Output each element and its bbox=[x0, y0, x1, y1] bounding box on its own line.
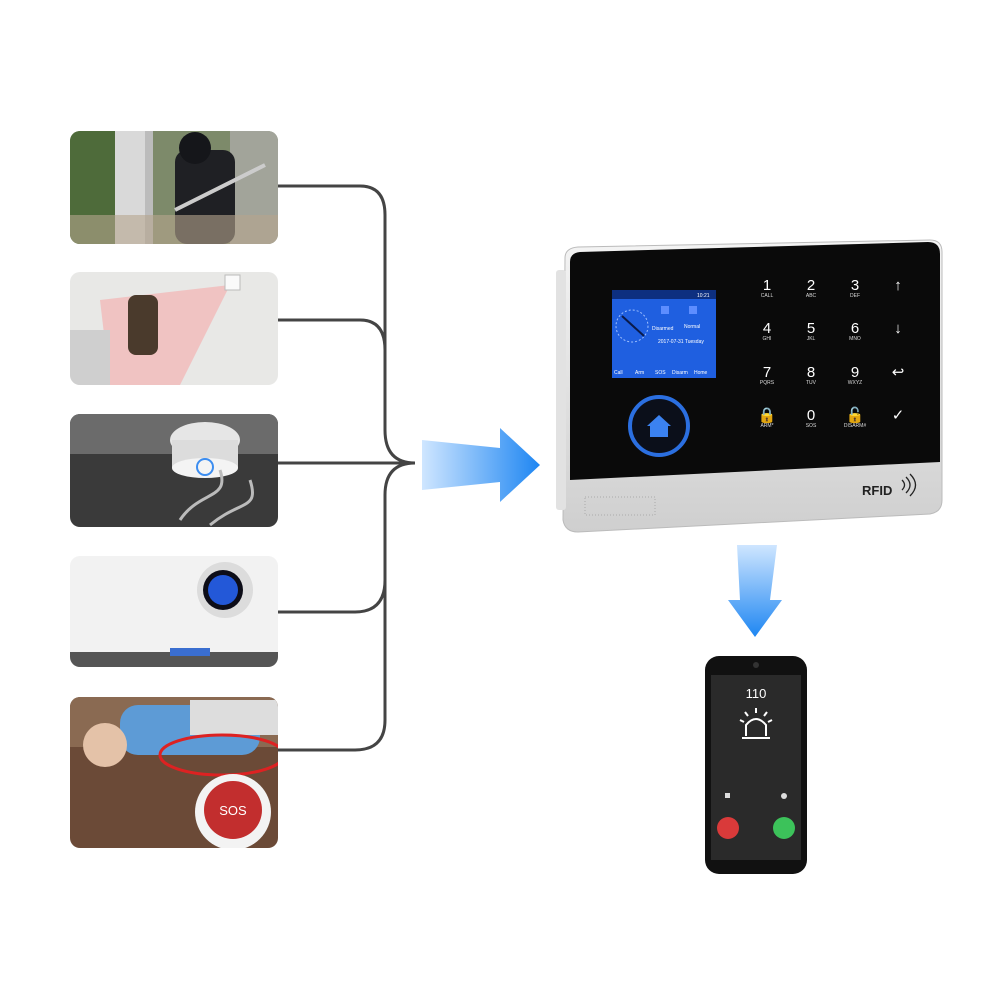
rfid-label: RFID bbox=[862, 483, 892, 498]
key-digit: 9 bbox=[851, 364, 859, 381]
sos-button-label: SOS bbox=[219, 803, 247, 818]
key-digit: 2 bbox=[807, 277, 815, 294]
screen-menu-disarm: Disarm bbox=[672, 370, 688, 376]
scenario-gas-photo bbox=[70, 556, 278, 667]
screen-menu-arm: Arm bbox=[635, 370, 644, 376]
alarm-panel: 10:21 Disarmed Normal 2017-07-31 Tuesday… bbox=[556, 239, 943, 533]
screen-menu-home: Home bbox=[694, 370, 708, 376]
key-letters: TUV bbox=[806, 380, 817, 386]
key-letters: GHI bbox=[763, 336, 772, 342]
key-letters: JKL bbox=[807, 336, 816, 342]
key-digit: 🔓 bbox=[846, 406, 865, 424]
keypad-key[interactable]: ↓ bbox=[894, 320, 902, 337]
keypad-key[interactable]: 🔓DISARM# bbox=[844, 406, 866, 429]
key-digit: 6 bbox=[851, 320, 859, 337]
key-digit: 8 bbox=[807, 364, 815, 381]
keypad-key[interactable]: ↩ bbox=[892, 364, 905, 381]
connector-lines bbox=[278, 184, 416, 752]
screen-menu-sos: SOS bbox=[655, 370, 666, 376]
key-letters: MNO bbox=[849, 336, 861, 342]
scenario-smoke-photo bbox=[70, 414, 278, 527]
home-button[interactable] bbox=[628, 395, 690, 457]
key-letters: ABC bbox=[806, 293, 817, 299]
keypad-key[interactable]: ↑ bbox=[894, 277, 902, 294]
accept-call-button[interactable] bbox=[773, 817, 795, 839]
screen-time: 10:21 bbox=[697, 293, 710, 299]
siren-icon bbox=[739, 708, 773, 739]
key-digit: ↩ bbox=[892, 364, 905, 381]
screen-status-right: Normal bbox=[684, 324, 700, 330]
screen-menu: Call Arm SOS Disarm Home bbox=[614, 370, 708, 376]
arrow-right-icon bbox=[422, 428, 540, 502]
rfid-wave-icon bbox=[901, 473, 917, 497]
key-letters: WXYZ bbox=[848, 380, 862, 386]
key-digit: 4 bbox=[763, 320, 771, 337]
key-letters: PQRS bbox=[760, 380, 775, 386]
scenario-intruder-photo bbox=[70, 131, 278, 244]
key-digit: 🔒 bbox=[758, 407, 777, 424]
screen-date: 2017-07-31 Tuesday bbox=[658, 339, 704, 345]
key-digit: 5 bbox=[807, 320, 815, 337]
key-digit: ✓ bbox=[892, 407, 905, 424]
key-letters: DEF bbox=[850, 293, 860, 299]
call-number: 110 bbox=[746, 686, 767, 701]
key-digit: 3 bbox=[851, 277, 859, 294]
home-icon bbox=[647, 415, 671, 437]
speaker-grille bbox=[584, 496, 656, 516]
keypad-key[interactable]: ✓ bbox=[892, 407, 905, 424]
decline-call-button[interactable] bbox=[717, 817, 739, 839]
key-letters: SOS bbox=[806, 423, 817, 429]
scenario-motion-photo bbox=[70, 272, 278, 385]
scenario-sos-photo: SOS bbox=[70, 697, 278, 848]
key-digit: ↓ bbox=[894, 320, 902, 337]
arrow-down-icon bbox=[728, 545, 782, 637]
panel-screen: 10:21 Disarmed Normal 2017-07-31 Tuesday… bbox=[612, 290, 716, 378]
key-digit: 1 bbox=[763, 277, 771, 294]
key-letters: CALL bbox=[761, 293, 774, 299]
screen-status-left: Disarmed bbox=[652, 326, 674, 332]
smartphone: 110 bbox=[705, 656, 807, 874]
screen-menu-call: Call bbox=[614, 370, 623, 376]
key-digit: 0 bbox=[807, 407, 815, 424]
key-digit: 7 bbox=[763, 364, 771, 381]
key-letters: DISARM# bbox=[844, 423, 866, 429]
keypad-key[interactable]: 🔒ARM* bbox=[758, 407, 777, 429]
key-digit: ↑ bbox=[894, 277, 902, 294]
key-letters: ARM* bbox=[760, 423, 773, 429]
